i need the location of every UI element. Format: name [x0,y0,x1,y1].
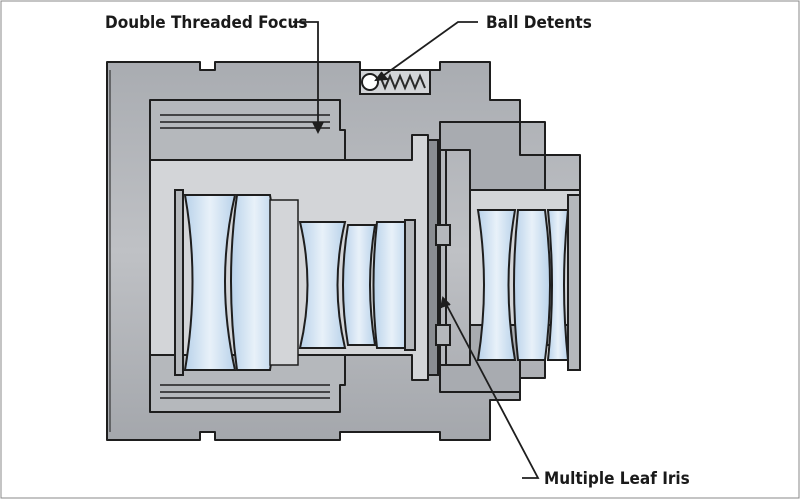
detent-ball [361,73,379,91]
arrow-focus [312,121,324,135]
middle-lens-group [298,219,416,351]
rear-lens-group [476,194,581,371]
iris-leaves [427,139,439,376]
iris-ring [439,149,447,366]
lens-element-3 [298,221,347,349]
lens-element-6 [476,209,517,361]
focus-threads [109,70,330,432]
callout-leaders [293,21,540,479]
middle-retainer [404,219,416,351]
iris-pin-lower [435,324,451,346]
lens-element-8 [546,209,570,361]
lens-element-7 [513,209,551,361]
lens-element-4 [342,224,377,346]
rear-retainer [567,194,581,371]
front-lens-group [174,189,299,376]
arrow-iris [440,296,451,309]
iris-pin-upper [435,224,451,246]
label-multiple-leaf-iris: Multiple Leaf Iris [544,469,690,489]
lens-element-1 [183,194,237,371]
multiple-leaf-iris [427,139,451,376]
front-retainer [174,189,184,376]
leader-iris [443,299,540,479]
label-double-threaded-focus: Double Threaded Focus [105,13,307,33]
front-spacer [269,199,299,366]
detent-spring [379,73,426,91]
upper-thread-block [149,99,346,161]
arrow-detents [374,71,389,82]
leader-focus [293,21,319,130]
leader-detents [379,21,478,79]
label-ball-detents: Ball Detents [486,13,592,33]
ball-detent [359,69,431,95]
